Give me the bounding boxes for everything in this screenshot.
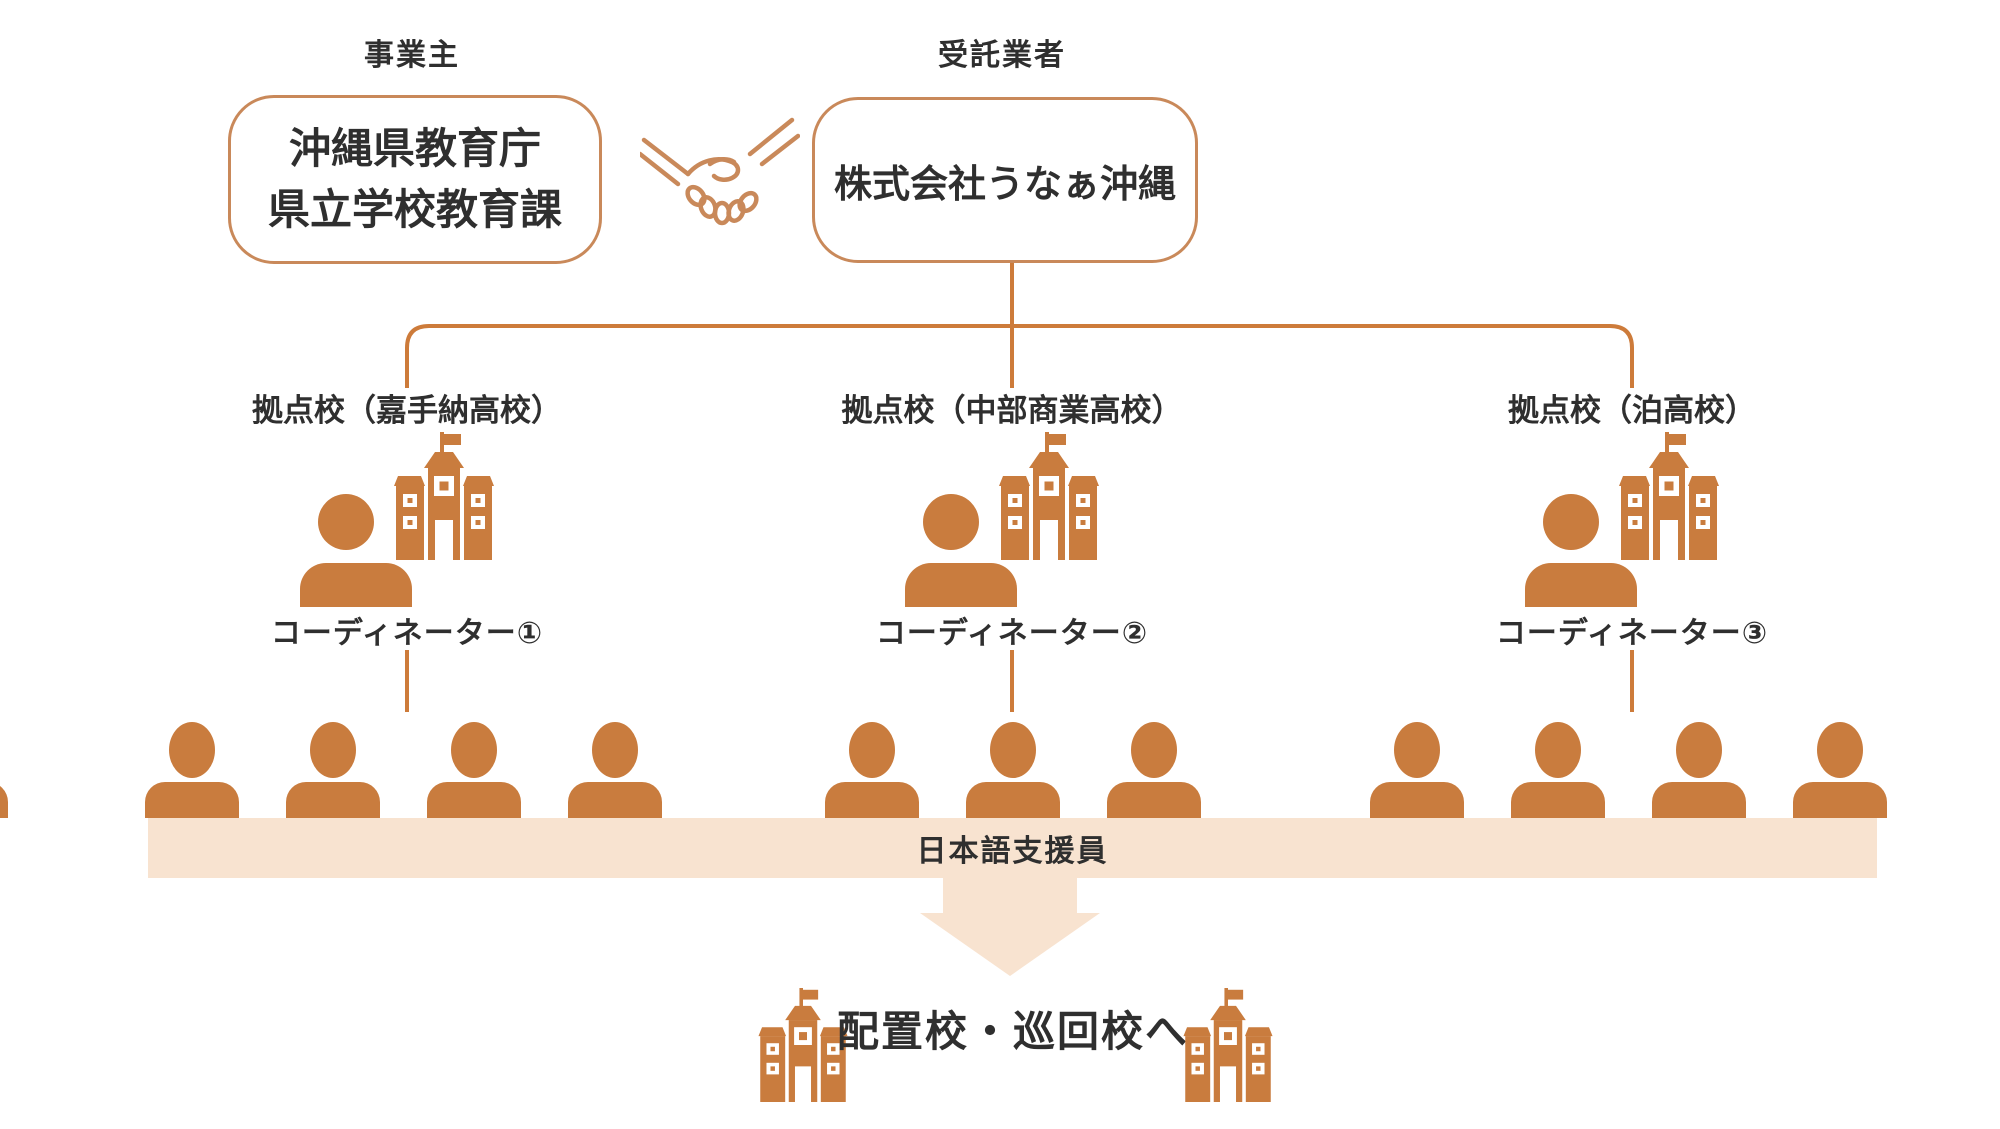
school-building-icon: [999, 432, 1099, 560]
supporters-banner: 日本語支援員: [148, 818, 1877, 878]
branch3-coordinator-icon: [1525, 432, 1737, 607]
supporter-person-icon: [427, 722, 521, 818]
school-building-icon: [1183, 988, 1273, 1102]
client-role-label: 事業主: [364, 38, 460, 73]
contractor-role-label: 受託業者: [938, 38, 1066, 73]
person-icon: [300, 563, 412, 607]
supporter-person-icon: [1793, 722, 1887, 818]
supporter-group-1: [145, 722, 662, 818]
down-arrow: [920, 913, 1100, 976]
branch3-school-label: 拠点校（泊高校）: [1508, 393, 1756, 429]
branch2-school-label: 拠点校（中部商業高校）: [841, 393, 1183, 429]
branch1-school-label: 拠点校（嘉手納高校）: [252, 393, 562, 429]
handshake-icon: [640, 117, 800, 226]
supporter-person-icon-clipped: [0, 722, 8, 818]
down-arrow: [943, 878, 1077, 914]
supporter-person-icon: [825, 722, 919, 818]
supporter-group-2: [825, 722, 1201, 818]
person-icon: [1525, 563, 1637, 607]
branch3-coordinator-label: コーディネーター③: [1495, 616, 1769, 651]
contractor-org-box: 株式会社うなぁ沖縄: [812, 97, 1198, 263]
school-building-icon: [394, 432, 494, 560]
supporter-person-icon: [1107, 722, 1201, 818]
branch2-coordinator-label: コーディネーター②: [875, 616, 1149, 651]
supporter-person-icon: [1370, 722, 1464, 818]
supporter-person-icon: [145, 722, 239, 818]
person-icon: [923, 494, 979, 550]
destination-label: 配置校・巡回校へ: [836, 1007, 1189, 1056]
person-icon: [1543, 494, 1599, 550]
supporter-person-icon: [1652, 722, 1746, 818]
branch-horizontal-line: [405, 324, 1634, 388]
branch1-coordinator-icon: [300, 432, 512, 607]
branch1-coordinator-label: コーディネーター①: [270, 616, 544, 651]
supporter-person-icon: [966, 722, 1060, 818]
supporter-person-icon: [568, 722, 662, 818]
branch2-coordinator-icon: [905, 432, 1117, 607]
supporter-person-icon: [1511, 722, 1605, 818]
supporters-banner-label: 日本語支援員: [916, 834, 1109, 869]
contractor-name: 株式会社うなぁ沖縄: [833, 161, 1176, 206]
person-icon: [905, 563, 1017, 607]
supporter-group-3: [1370, 722, 1887, 818]
school-building-icon: [1619, 432, 1719, 560]
supporter-person-icon: [286, 722, 380, 818]
client-org-box: 沖縄県教育庁 県立学校教育課: [228, 95, 602, 264]
person-icon: [318, 494, 374, 550]
client-name-line1: 沖縄県教育庁: [288, 123, 541, 173]
client-name-line2: 県立学校教育課: [267, 184, 562, 234]
